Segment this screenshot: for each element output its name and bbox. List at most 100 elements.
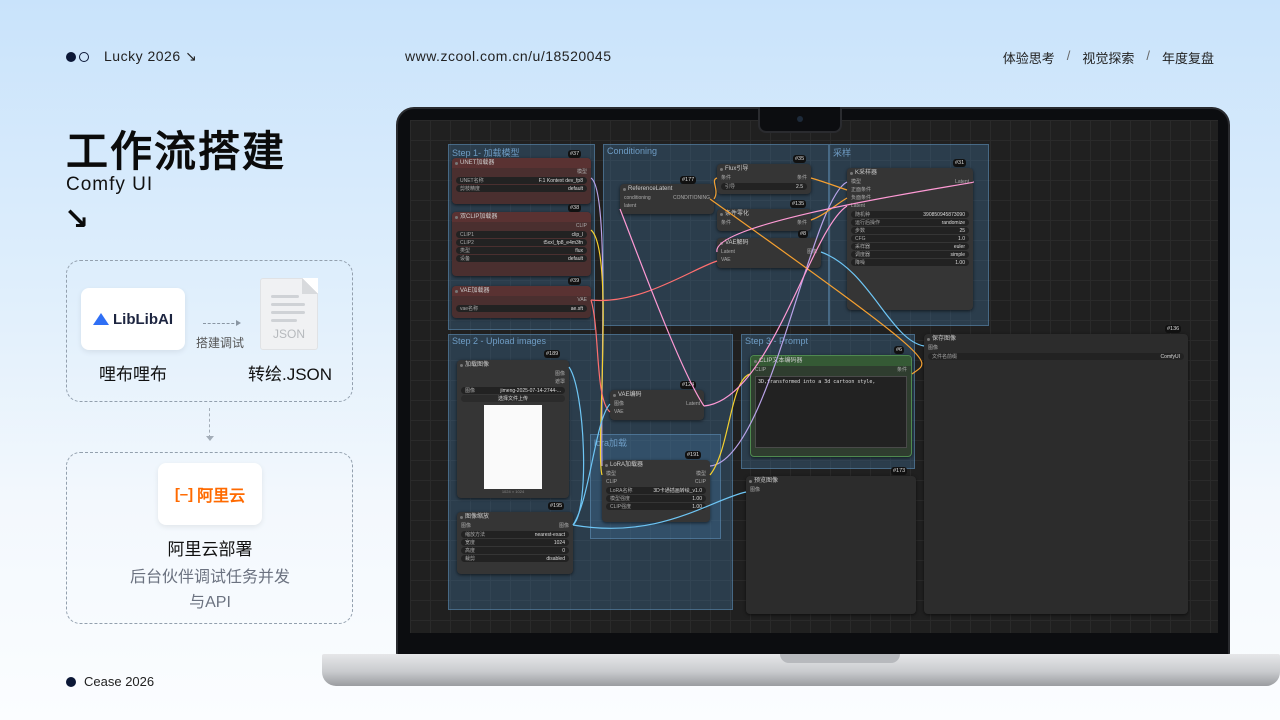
group-title: Conditioning (607, 146, 658, 156)
output-label: 条件 (796, 175, 807, 181)
widget-value: randomize (941, 219, 965, 226)
widget-key: vae名称 (460, 306, 479, 312)
node-title: 加载图像 (457, 360, 569, 370)
widget-value: t5xxl_fp8_e4m3fn (543, 239, 583, 246)
widget-key: 降噪 (855, 260, 866, 266)
aliyun-bracket-icon: [–] (174, 485, 194, 503)
aliyun-desc-line1: 后台伙伴调试任务并发 (129, 569, 290, 586)
output-label: CLIP (694, 479, 706, 485)
output-label: 图像 (558, 523, 569, 529)
widget-value: 25 (959, 227, 965, 234)
json-file-icon: JSON (260, 278, 318, 350)
widget-value: 1024 (553, 539, 565, 546)
widget-control-after[interactable]: 运行后操作 randomize (851, 219, 969, 226)
upload-button[interactable]: 选择文件上传 (461, 395, 565, 402)
brand-dots (66, 52, 89, 62)
aliyun-deploy-box (66, 452, 353, 624)
node-title: 预览图像 (746, 476, 916, 486)
wire-lora-model (709, 181, 848, 467)
liblib-logo: LibLibAI (81, 288, 185, 350)
widget-value: 390850945873090 (923, 211, 965, 218)
widget-clip2[interactable]: CLIP2 t5xxl_fp8_e4m3fn (456, 239, 587, 246)
nav-item-review[interactable]: 年度复盘 (1161, 51, 1214, 66)
node-id-badge: #39 (568, 277, 582, 285)
workflow-build-box (66, 260, 353, 402)
prompt-textarea[interactable]: 3D,transformed into a 3d cartoon style, (755, 376, 907, 448)
input-label: 模型 (851, 179, 862, 185)
widget-vae-name[interactable]: vae名称 ae.sft (456, 305, 587, 312)
widget-value: 1.00 (692, 503, 702, 510)
wire-load-scale (568, 366, 585, 526)
portfolio-url[interactable]: www.zcool.com.cn/u/18520045 (405, 48, 612, 64)
comfyui-canvas[interactable]: Step 1- 加载模型 Conditioning 采样 Step 2 - Up… (410, 120, 1218, 633)
widget-value: disabled (546, 555, 565, 562)
aliyun-logo: [–]阿里云 (158, 463, 262, 525)
node-id-badge: #6 (894, 346, 905, 354)
widget-value: euler (953, 243, 965, 250)
connector-line (209, 408, 210, 438)
input-label: Latent (721, 249, 735, 255)
widget-key: CLIP2 (460, 239, 474, 246)
widget-key: UNET名称 (460, 178, 484, 184)
footer-label: Cease 2026 (84, 674, 155, 689)
output-label: 模型 (695, 471, 706, 477)
camera-icon (797, 116, 803, 122)
upload-button-label: 选择文件上传 (497, 396, 528, 402)
node-preview-image[interactable]: 预览图像 图像 (746, 476, 916, 614)
wire-ref-flux (713, 177, 718, 200)
node-id-badge: #195 (548, 502, 565, 510)
widget-key: 引导 (725, 184, 736, 190)
input-label: 图像 (750, 487, 761, 493)
output-label: Latent (955, 179, 969, 185)
nav-sep: / (1146, 48, 1150, 63)
wire-zero-ksampler (810, 197, 848, 221)
node-conditioning-zero-out[interactable]: 条件零化 条件条件 (717, 209, 811, 231)
widget-key: 运行后操作 (855, 220, 881, 226)
node-title: Flux引导 (717, 164, 811, 174)
node-title: 图像缩放 (457, 512, 573, 522)
nav-item-thinking[interactable]: 体验思考 (1002, 51, 1055, 66)
nav-item-visual[interactable]: 视觉探索 (1082, 51, 1135, 66)
aliyun-logo-text: 阿里云 (197, 488, 246, 505)
build-debug-label: 搭建调试 (196, 336, 245, 350)
aliyun-caption: 阿里云部署 (167, 540, 253, 559)
wire-clip (590, 229, 604, 476)
input-label: 图像 (928, 345, 939, 351)
widget-key: 类型 (460, 248, 471, 254)
widget-value: ae.sft (570, 305, 583, 312)
widget-key: 高度 (465, 548, 476, 554)
